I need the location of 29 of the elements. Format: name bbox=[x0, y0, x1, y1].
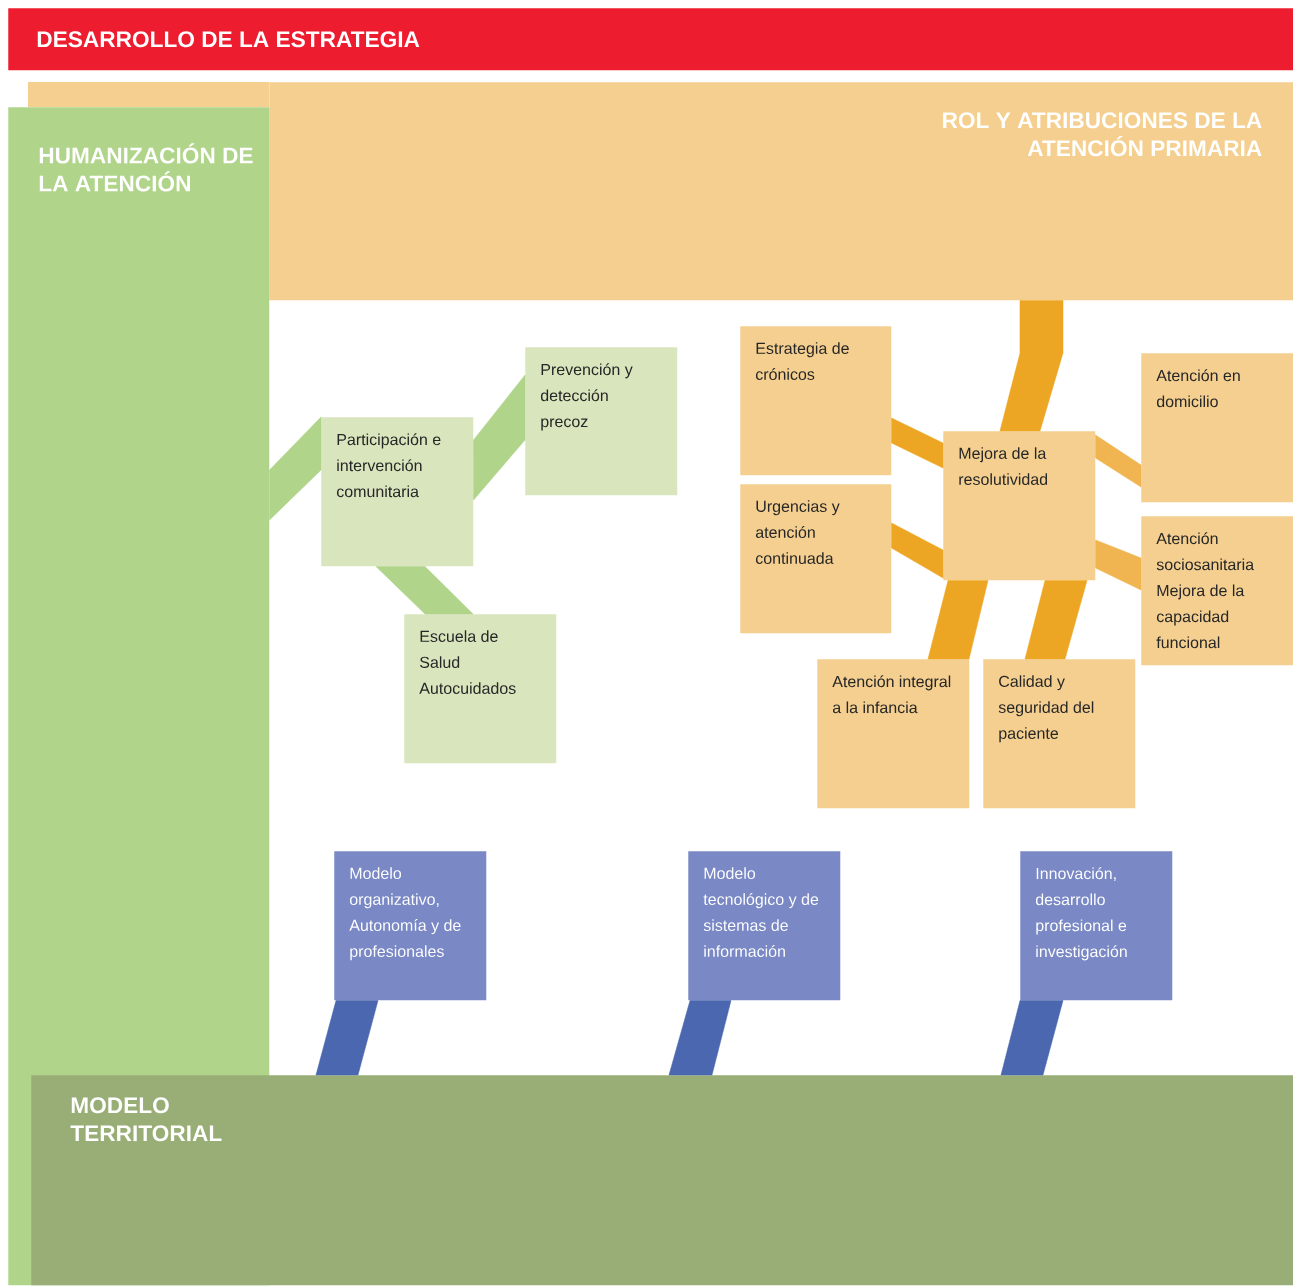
connector bbox=[1095, 434, 1142, 488]
connector bbox=[375, 566, 474, 615]
title-bar: DESARROLLO DE LA ESTRATEGIA bbox=[8, 8, 1293, 71]
pillar-box: Innovación, desarrollo profesional e investigación bbox=[1020, 851, 1173, 1001]
topic-box: Atención en domicilio bbox=[1141, 353, 1293, 503]
topic-box: Calidad y seguridad del paciente bbox=[983, 659, 1136, 809]
connector bbox=[1024, 580, 1088, 660]
topic-box: Atención integral a la infancia bbox=[817, 659, 970, 809]
connector bbox=[1000, 1000, 1064, 1076]
topic-box: Atención sociosanitaria Mejora de la capacidad funcional bbox=[1141, 516, 1293, 666]
connector bbox=[999, 300, 1064, 432]
connector bbox=[315, 1000, 379, 1076]
topic-box: Prevención y detección precoz bbox=[525, 347, 678, 496]
topic-box: Estrategia de crónicos bbox=[740, 326, 892, 476]
topic-box: Urgencias y atención continuada bbox=[740, 484, 892, 634]
connector bbox=[891, 522, 944, 579]
category-band: MODELO TERRITORIAL bbox=[31, 1075, 1293, 1286]
connector bbox=[1095, 539, 1142, 591]
topic-box: Participación e intervención comunitaria bbox=[321, 417, 474, 567]
connector bbox=[269, 416, 322, 521]
category-band: ROL Y ATRIBUCIONES DE LA ATENCIÓN PRIMARIA bbox=[269, 82, 1293, 301]
connector bbox=[891, 417, 944, 469]
topic-box: Escuela de Salud Autocuidados bbox=[404, 614, 557, 764]
pillar-box: Modelo organizativo, Autonomía y de profesionales bbox=[334, 851, 487, 1001]
connector bbox=[473, 374, 526, 501]
pillar-box: Modelo tecnológico y de sistemas de información bbox=[688, 851, 841, 1001]
topic-box: Mejora de la resolutividad bbox=[943, 431, 1096, 581]
connector bbox=[927, 580, 989, 660]
connector bbox=[668, 1000, 732, 1076]
